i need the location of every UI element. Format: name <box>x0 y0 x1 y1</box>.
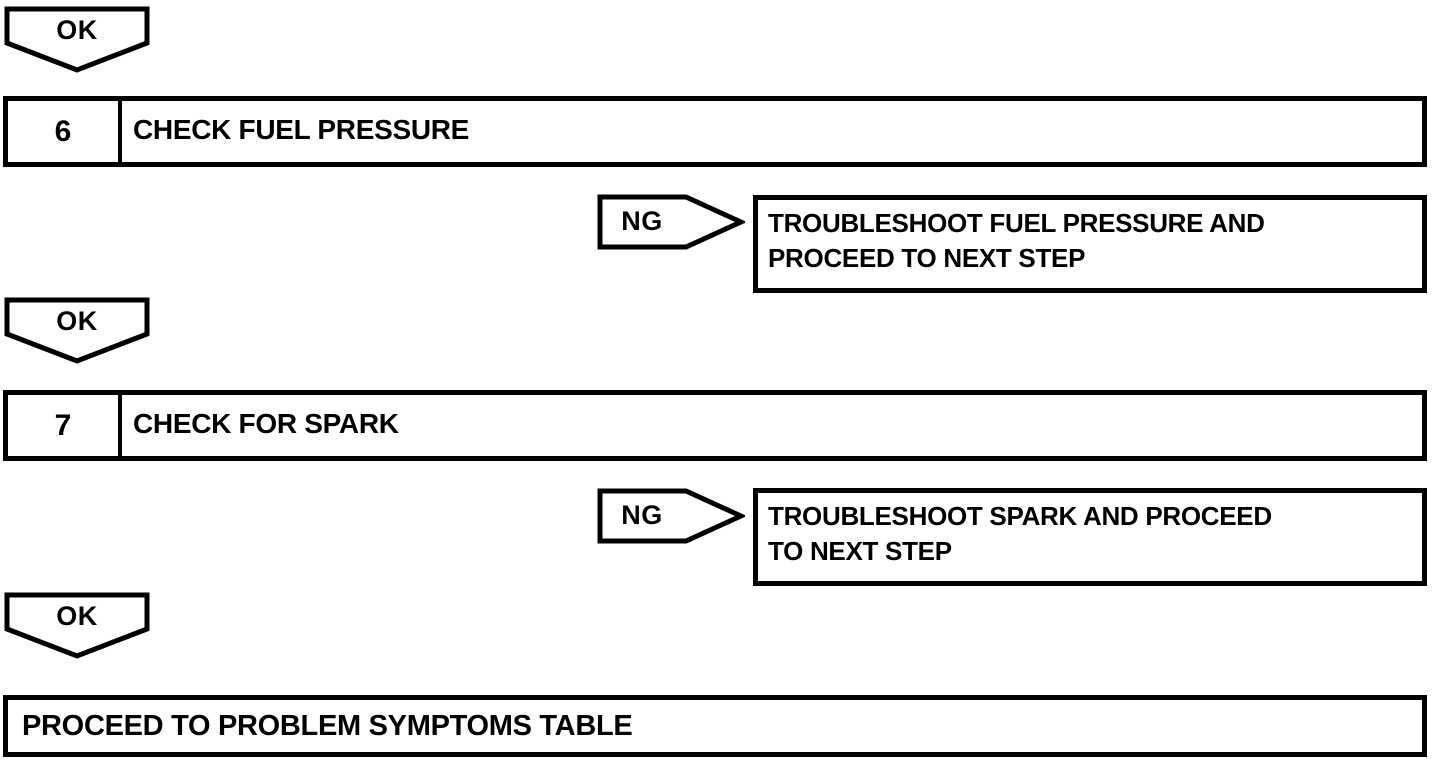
ng-arrow-right-icon <box>597 194 745 250</box>
ok-connector-3: OK <box>4 592 150 660</box>
ng-action-line: PROCEED TO NEXT STEP <box>768 243 1086 273</box>
step-title: CHECK FUEL PRESSURE <box>133 113 470 145</box>
ng-action-line: TO NEXT STEP <box>768 536 952 566</box>
step-row-7: 7 CHECK FOR SPARK <box>3 390 1427 461</box>
step-number: 7 <box>8 395 122 456</box>
ng-action-box-2: TROUBLESHOOT SPARK AND PROCEED TO NEXT S… <box>753 488 1427 586</box>
ok-connector-1: OK <box>4 6 150 74</box>
ng-branch-1: NG <box>597 194 745 250</box>
step-title: CHECK FOR SPARK <box>133 407 399 439</box>
ok-connector-label: OK <box>56 306 98 336</box>
ng-action-box-1: TROUBLESHOOT FUEL PRESSURE AND PROCEED T… <box>753 195 1427 293</box>
ng-branch-label: NG <box>621 206 663 236</box>
ok-arrow-down-icon <box>4 6 150 74</box>
ok-connector-label: OK <box>56 601 98 631</box>
step-row-6: 6 CHECK FUEL PRESSURE <box>3 96 1427 167</box>
ng-arrow-right-icon <box>597 488 745 544</box>
ok-connector-label: OK <box>56 15 98 45</box>
final-action-label: PROCEED TO PROBLEM SYMPTOMS TABLE <box>22 709 633 742</box>
ok-arrow-down-icon <box>4 592 150 660</box>
ng-branch-label: NG <box>621 500 663 530</box>
ng-branch-2: NG <box>597 488 745 544</box>
final-action-box: PROCEED TO PROBLEM SYMPTOMS TABLE <box>3 695 1427 757</box>
ok-arrow-down-icon <box>4 297 150 365</box>
ok-connector-2: OK <box>4 297 150 365</box>
ng-action-line: TROUBLESHOOT FUEL PRESSURE AND <box>768 208 1265 238</box>
step-number: 6 <box>8 101 122 162</box>
ng-action-line: TROUBLESHOOT SPARK AND PROCEED <box>768 501 1272 531</box>
